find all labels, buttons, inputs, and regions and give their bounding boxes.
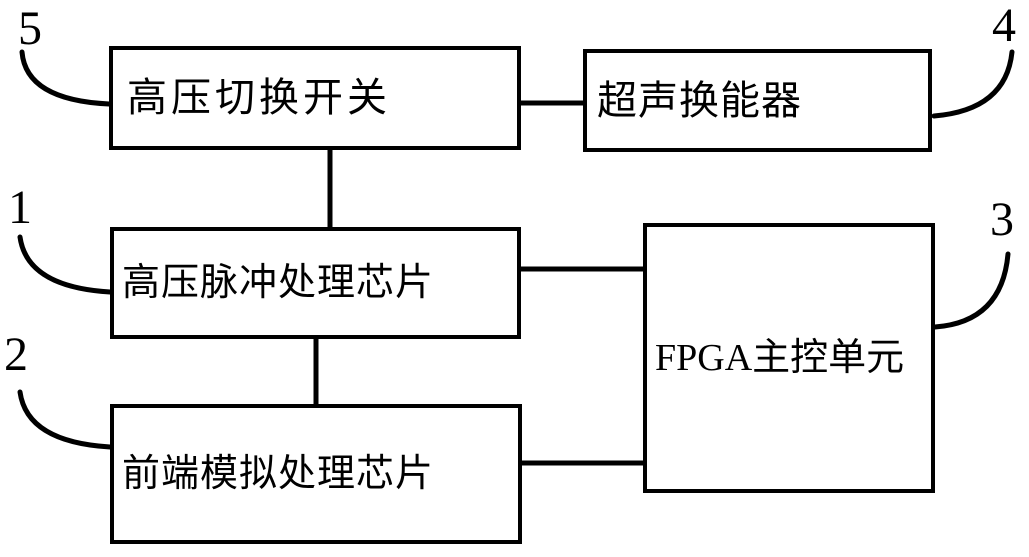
block-label-fpga-master-control-unit: FPGA主控单元 [655,337,905,379]
block-label-ultrasonic-transducer: 超声换能器 [597,77,802,123]
leader-line-ref-2 [17,389,113,450]
block-front-end-analog-processing-chip: 前端模拟处理芯片 [110,404,522,544]
block-fpga-master-control-unit: FPGA主控单元 [643,223,935,493]
block-label-front-end-analog-processing-chip: 前端模拟处理芯片 [122,453,435,495]
leader-line-ref-5 [19,49,112,107]
block-label-high-voltage-pulse-processing-chip: 高压脉冲处理芯片 [122,262,435,304]
reference-numeral-1: 1 [8,181,32,234]
reference-numeral-2: 2 [4,328,28,381]
block-label-high-voltage-switching-switch: 高压切换开关 [127,75,391,120]
block-ultrasonic-transducer: 超声换能器 [583,49,932,152]
block-high-voltage-switching-switch: 高压切换开关 [109,46,521,150]
reference-numeral-4: 4 [992,0,1016,52]
leader-line-ref-4 [931,49,1015,119]
reference-numeral-5: 5 [18,2,42,55]
leader-line-ref-3 [932,251,1011,330]
leader-line-ref-1 [17,234,113,295]
block-high-voltage-pulse-processing-chip: 高压脉冲处理芯片 [110,227,521,339]
reference-numeral-3: 3 [990,193,1014,246]
